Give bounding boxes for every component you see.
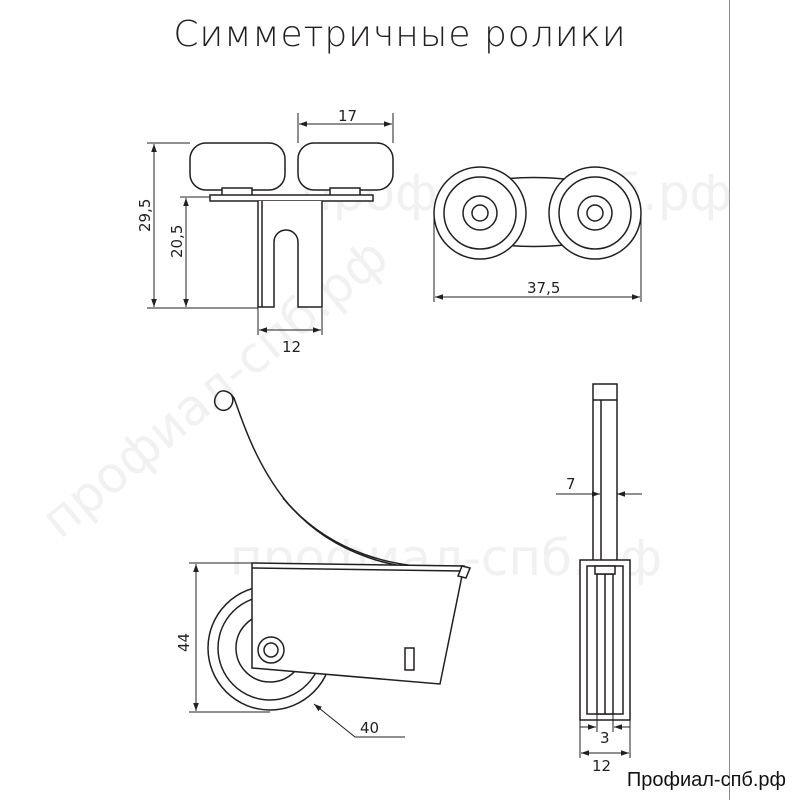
bracket-top-edge bbox=[251, 567, 463, 572]
right-wheel-outer bbox=[548, 166, 642, 260]
left-wheel-outer bbox=[433, 166, 527, 260]
right-hub-outer bbox=[577, 195, 613, 231]
left-wheel-inner bbox=[443, 176, 517, 250]
axle-boss bbox=[257, 636, 285, 664]
dim-label-37-5: 37,5 bbox=[527, 279, 560, 297]
dim-label-44: 44 bbox=[175, 633, 193, 652]
front-view-dimensions bbox=[147, 113, 394, 335]
dim-label-40: 40 bbox=[360, 719, 379, 737]
right-border-line bbox=[729, 0, 730, 800]
left-roller bbox=[189, 142, 286, 191]
dim-label-7: 7 bbox=[566, 475, 576, 493]
dim-label-20-5: 20,5 bbox=[168, 225, 186, 258]
side-view-dimensions bbox=[189, 562, 405, 738]
page-title: Симметричные ролики bbox=[173, 14, 627, 55]
bracket-tab bbox=[456, 565, 472, 579]
dim-label-12-side: 12 bbox=[592, 757, 611, 775]
bracket-body bbox=[251, 562, 465, 685]
axle-cap bbox=[594, 565, 616, 575]
dim-label-3: 3 bbox=[600, 729, 610, 747]
axle-hole bbox=[263, 642, 279, 658]
site-footer: Профиал-спб.рф bbox=[626, 769, 786, 791]
front-view bbox=[189, 142, 394, 308]
right-wheel-inner bbox=[558, 176, 632, 250]
dim-label-29-5: 29,5 bbox=[136, 199, 154, 232]
edge-view bbox=[579, 383, 631, 721]
side-view bbox=[207, 390, 472, 711]
base-plate bbox=[209, 194, 374, 202]
left-hub-inner bbox=[471, 204, 489, 222]
stem-outline bbox=[257, 201, 323, 308]
top-view-dimensions bbox=[433, 213, 642, 302]
right-roller bbox=[297, 142, 394, 191]
dim-leader-40 bbox=[313, 703, 405, 738]
top-view bbox=[433, 166, 642, 260]
dim-label-12: 12 bbox=[282, 338, 301, 356]
edge-view-dimensions bbox=[556, 491, 642, 758]
left-hub-outer bbox=[462, 195, 498, 231]
right-hub-inner bbox=[586, 204, 604, 222]
spring-wire bbox=[214, 390, 467, 571]
watermark-2: профиал-спб.рф bbox=[30, 227, 398, 549]
bracket-slot bbox=[404, 647, 415, 671]
dim-label-17: 17 bbox=[338, 107, 357, 125]
spring-plate bbox=[592, 383, 618, 565]
